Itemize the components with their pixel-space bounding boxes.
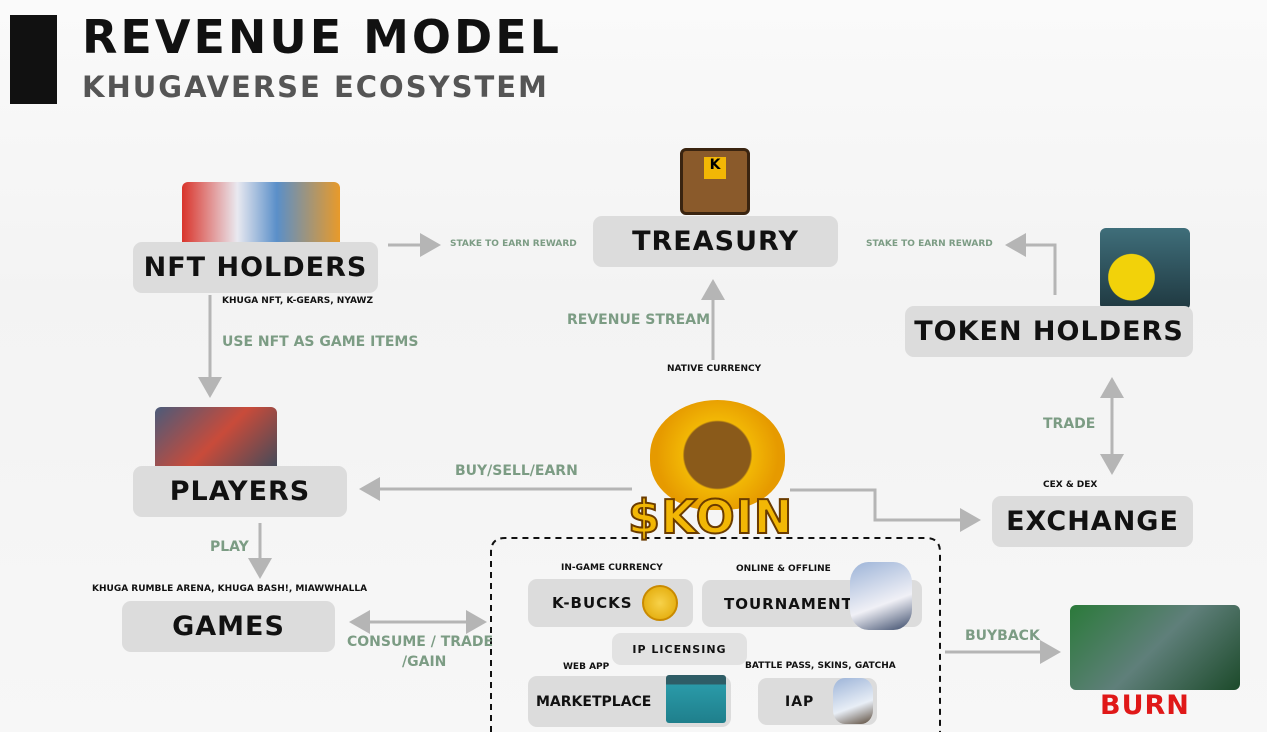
players-image bbox=[155, 407, 277, 473]
buyback-label: BUYBACK bbox=[965, 628, 1040, 644]
iap-label: IAP bbox=[785, 693, 815, 710]
marketplace-label: MARKETPLACE bbox=[536, 693, 652, 710]
revenue-stream-label: REVENUE STREAM bbox=[567, 312, 711, 328]
treasury-chest-image: K bbox=[680, 148, 750, 215]
kbucks-coin-icon bbox=[642, 585, 678, 621]
stake-label-right: STAKE TO EARN REWARD bbox=[866, 239, 993, 249]
utilities-dashed-frame bbox=[490, 537, 941, 732]
stake-label-left: STAKE TO EARN REWARD bbox=[450, 239, 577, 249]
gain-label: /GAIN bbox=[402, 654, 447, 670]
page-subtitle: KHUGAVERSE ECOSYSTEM bbox=[82, 70, 549, 104]
exchange-node: EXCHANGE bbox=[992, 496, 1193, 547]
ip-licensing-node: IP LICENSING bbox=[612, 633, 747, 665]
tournament-character-image bbox=[850, 562, 912, 630]
treasury-node: TREASURY bbox=[593, 216, 838, 267]
games-node: GAMES bbox=[122, 601, 335, 652]
ip-licensing-label: IP LICENSING bbox=[632, 642, 727, 656]
iap-caption: BATTLE PASS, SKINS, GATCHA bbox=[745, 661, 896, 671]
trade-label: TRADE bbox=[1043, 416, 1096, 432]
koin-logo-text: $KOIN bbox=[627, 489, 794, 545]
burn-image bbox=[1070, 605, 1240, 690]
use-nft-label: USE NFT AS GAME ITEMS bbox=[222, 334, 419, 350]
nft-holders-caption: KHUGA NFT, K-GEARS, NYAWZ bbox=[222, 296, 373, 306]
nft-characters-image bbox=[182, 182, 340, 250]
marketplace-truck-image bbox=[666, 675, 726, 723]
page-title: REVENUE MODEL bbox=[82, 10, 562, 64]
burn-label: BURN bbox=[1100, 690, 1190, 721]
exchange-caption: CEX & DEX bbox=[1043, 480, 1098, 490]
kbucks-node: K-BUCKS bbox=[528, 579, 693, 627]
token-holders-node: TOKEN HOLDERS bbox=[905, 306, 1193, 357]
tournament-caption: ONLINE & OFFLINE bbox=[736, 564, 831, 574]
nft-holders-node: NFT HOLDERS bbox=[133, 242, 378, 293]
arrow-koin-to-exchange bbox=[790, 488, 981, 532]
title-bar-accent bbox=[10, 15, 57, 104]
kbucks-caption: IN-GAME CURRENCY bbox=[561, 563, 663, 573]
play-label: PLAY bbox=[210, 539, 249, 555]
marketplace-caption: WEB APP bbox=[563, 662, 610, 672]
token-holders-image bbox=[1100, 228, 1190, 310]
chest-k-icon: K bbox=[704, 157, 726, 179]
arrow-token-to-treasury bbox=[1005, 233, 1057, 295]
players-node: PLAYERS bbox=[133, 466, 347, 517]
koin-coin-image bbox=[650, 400, 785, 510]
kbucks-label: K-BUCKS bbox=[552, 594, 633, 612]
buy-sell-label: BUY/SELL/EARN bbox=[455, 463, 578, 479]
games-caption: KHUGA RUMBLE ARENA, KHUGA BASH!, MIAWWHA… bbox=[92, 584, 368, 594]
consume-label: CONSUME / TRADE bbox=[347, 634, 494, 650]
tournament-label: TOURNAMENT bbox=[724, 594, 853, 613]
iap-character-image bbox=[833, 678, 873, 724]
native-currency-label: NATIVE CURRENCY bbox=[667, 364, 762, 374]
